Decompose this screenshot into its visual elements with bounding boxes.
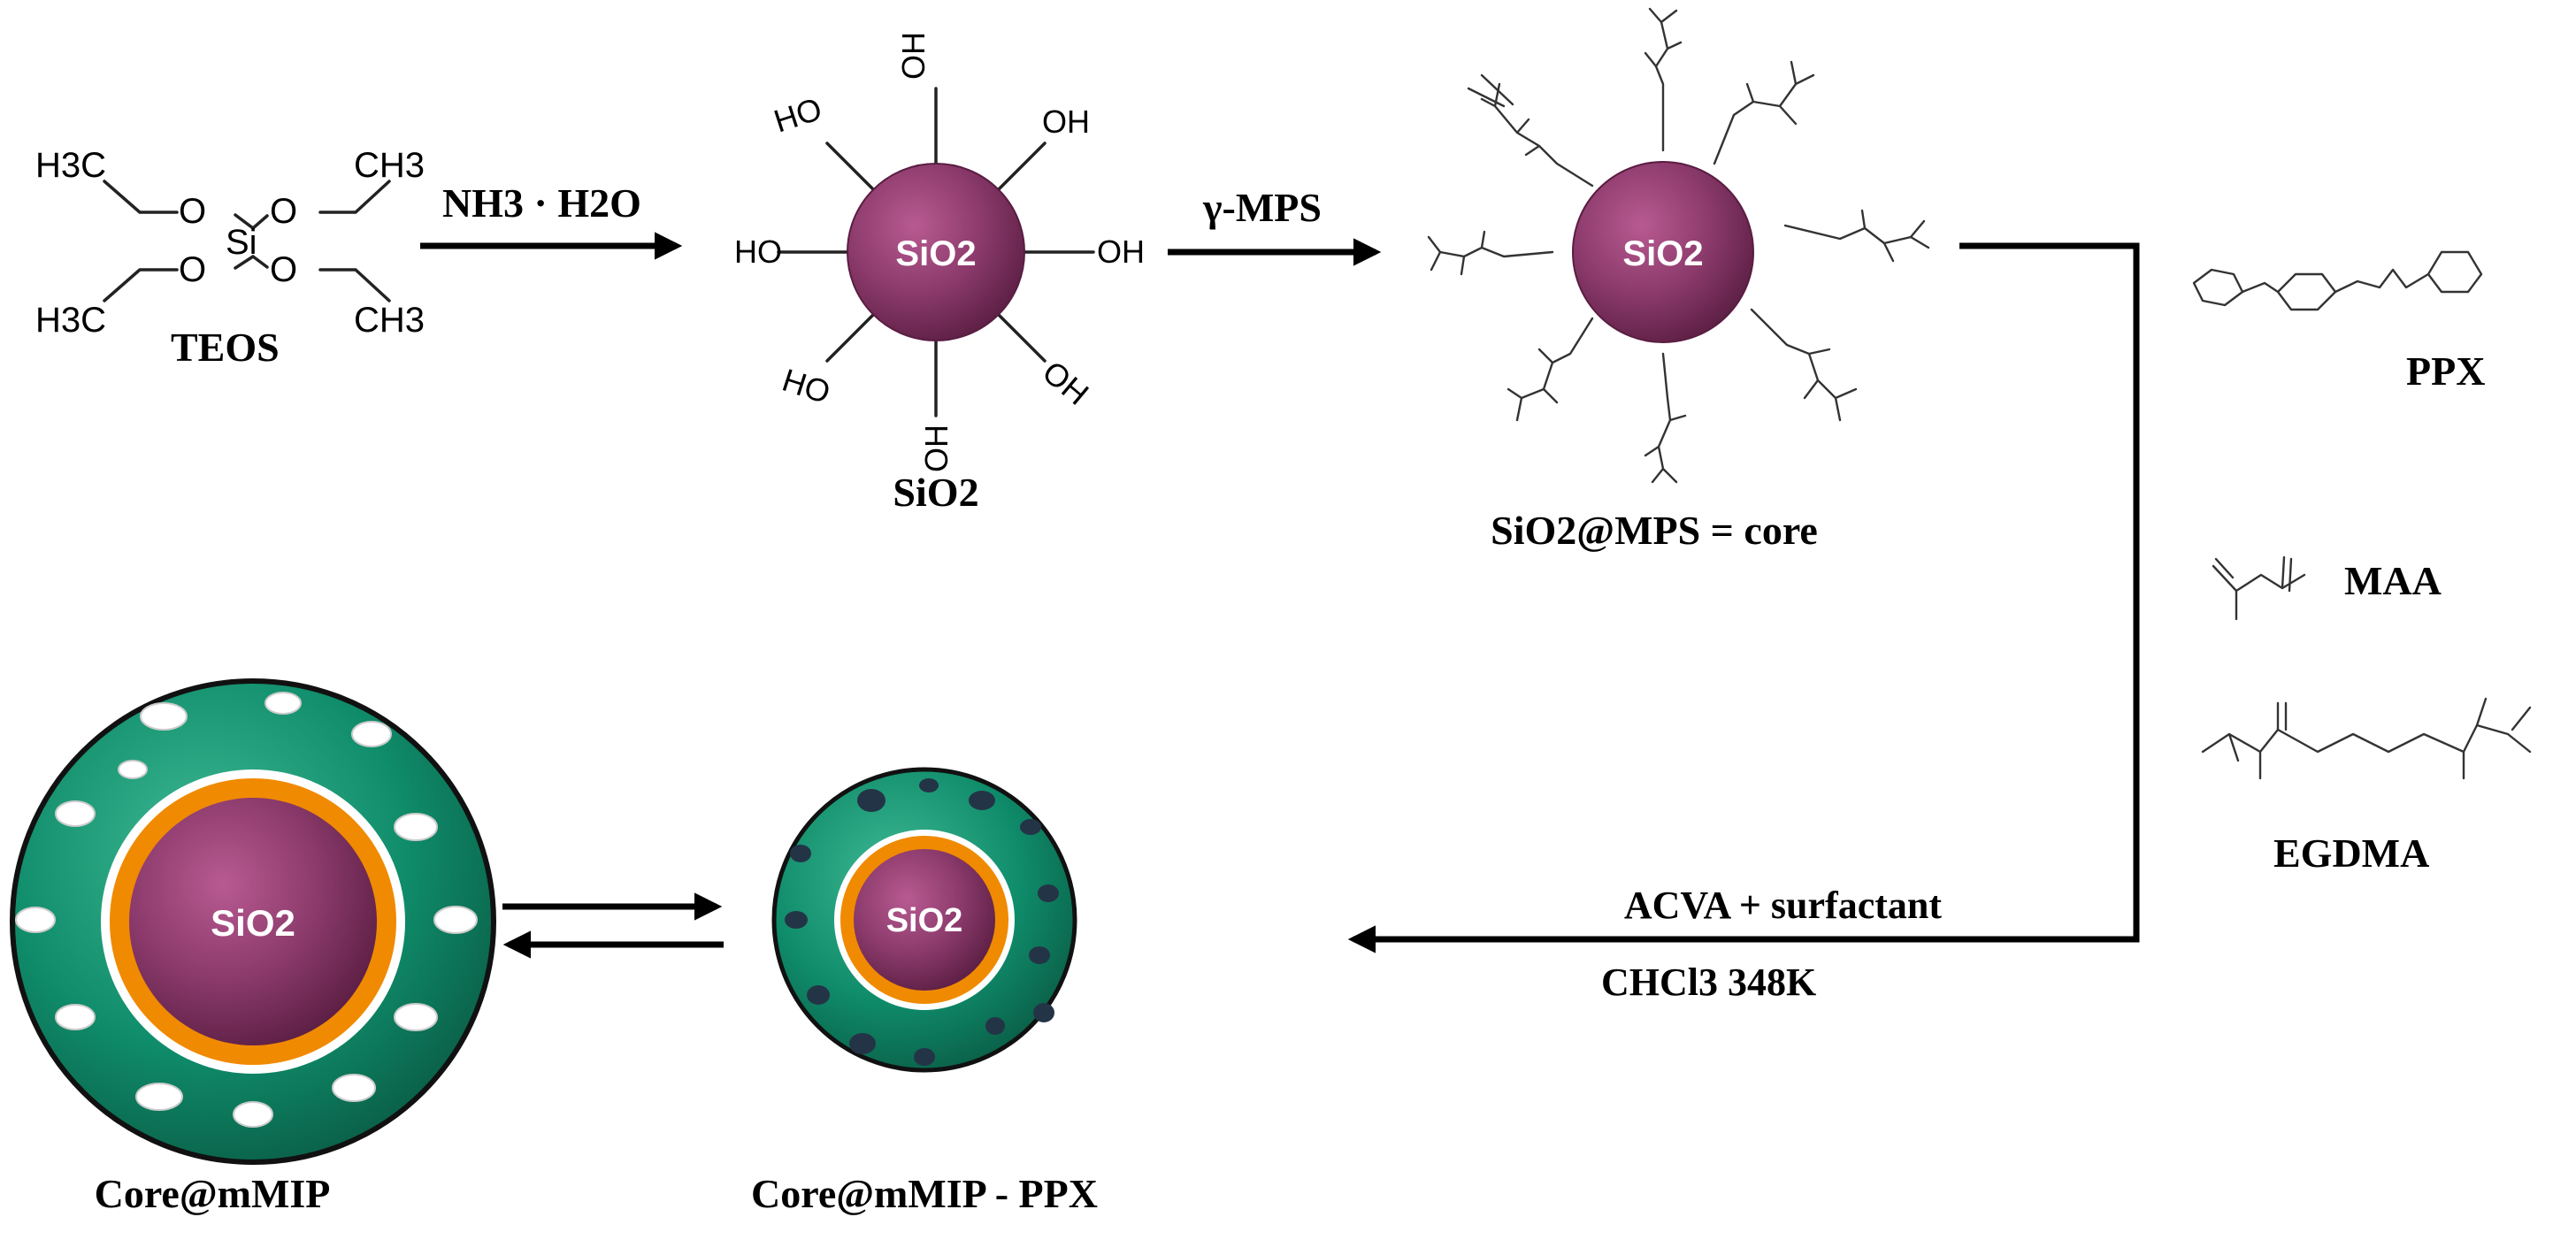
mip-core-label: SiO2 [211,902,295,944]
ch3-bottom-right-label: CH3 [354,301,425,340]
hydroxyl-label: OH [918,425,954,472]
oxygen-label: O [179,192,206,231]
mip-ppx-core-label: SiO2 [886,902,963,939]
mps-core-sphere [1572,161,1754,343]
hydroxyl-label: HO [770,90,826,140]
ch3-bottom-left-label: H3C [35,301,106,340]
mip-ppx-particle: SiO2 Core@mMIP - PPX [751,767,1098,1216]
mps-grafted-core: SiO2 SiO2@MPS = core [1427,7,1930,553]
silica-core-label: SiO2 [895,234,976,273]
silica-core [847,163,1025,341]
step1-reagent-label: NH3 · H2O [442,180,641,226]
step3-line1-label: ACVA + surfactant [1624,884,1943,927]
silicon-label: Si [226,223,257,262]
silica-name: SiO2 [893,470,978,515]
mip-particle: SiO2 Core@mMIP [10,678,496,1216]
hydroxyl-label: OH [895,32,932,80]
ch3-top-right-label: CH3 [354,146,425,185]
ch3-top-left-label: H3C [35,146,106,185]
step2-reagent-label: γ-MPS [1202,185,1322,230]
mps-core-name: SiO2@MPS = core [1491,508,1818,553]
mip-core [129,798,377,1045]
egdma-structure: EGDMA [2201,697,2532,876]
maa-structure: MAA [2212,555,2442,621]
teos-name: TEOS [171,325,280,370]
hydroxyl-label: OH [1097,233,1145,270]
maa-name: MAA [2344,558,2442,603]
mip-ppx-name: Core@mMIP - PPX [751,1171,1098,1216]
mip-ppx-core [854,849,995,991]
egdma-name: EGDMA [2273,830,2429,876]
oxygen-label: O [270,192,297,231]
oxygen-label: O [270,250,297,289]
polymerization-arrow [1347,242,2140,953]
hydroxyl-label: HO [778,362,835,411]
silica-particle: SiO2 OH OH HO OH HO OH HO OH SiO2 [734,32,1145,515]
ppx-structure: PPX [2192,250,2485,394]
mps-core-label: SiO2 [1622,234,1703,273]
mip-name: Core@mMIP [95,1171,331,1216]
hydroxyl-label: HO [734,233,782,270]
oxygen-label: O [179,250,206,289]
ppx-name: PPX [2406,348,2485,394]
hydroxyl-label: OH [1042,103,1090,140]
teos-molecule: H3C CH3 H3C CH3 O O O O Si TEOS [35,146,425,370]
step3-line2-label: CHCl3 348K [1601,961,1816,1004]
